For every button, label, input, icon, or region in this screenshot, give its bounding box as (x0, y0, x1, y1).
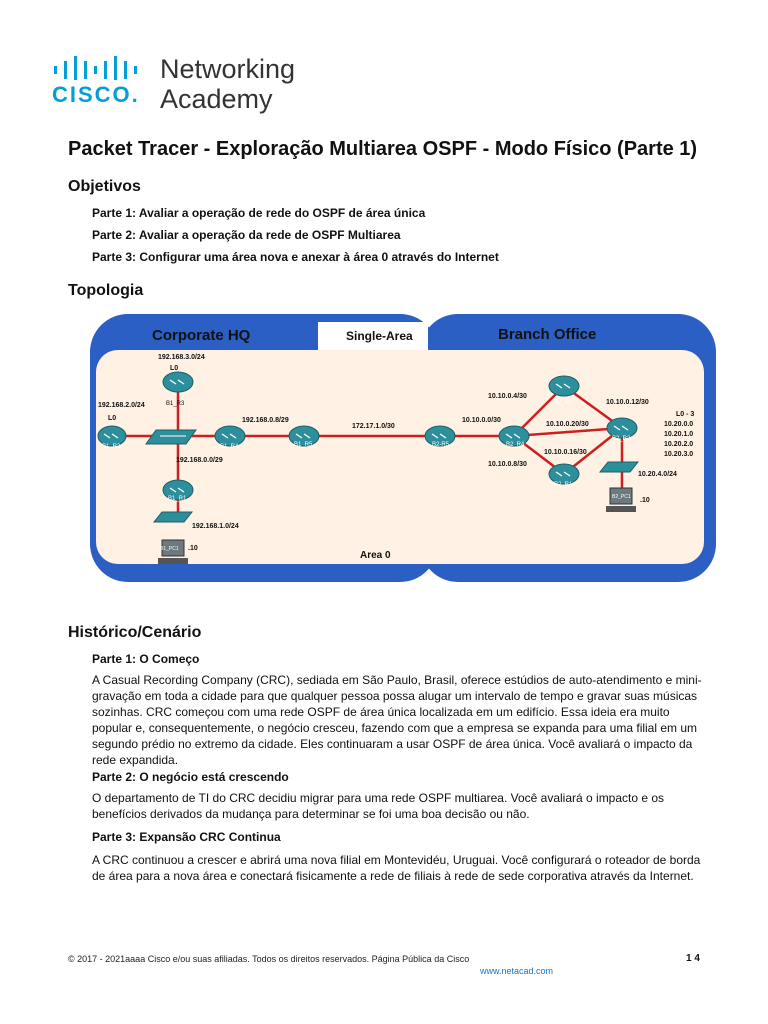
page-number: 1 4 (686, 953, 700, 964)
router-icon: B1_R1 (162, 479, 194, 502)
objective-item: Parte 3: Configurar uma área nova e anex… (92, 250, 499, 264)
section-title: Parte 3: Expansão CRC Continua (92, 830, 281, 844)
pc-icon: B2_PC1 (606, 487, 636, 512)
logo-academy: Academy (160, 84, 273, 114)
network-label: 10.20.4.0/24 (638, 471, 677, 478)
loopback-label: L0 (108, 415, 116, 422)
svg-text:B2-R5: B2-R5 (432, 442, 450, 448)
svg-text:B1_R5: B1_R5 (294, 442, 313, 448)
router-icon: B2_R2 (606, 417, 638, 442)
router-icon: B1_R4 (214, 425, 246, 450)
loopback-label: L0 - 3 (676, 411, 694, 418)
router-icon: B2-R5 (424, 425, 456, 448)
objective-item: Parte 2: Avaliar a operação da rede de O… (92, 228, 401, 242)
router-icon: B1_R2 (97, 425, 127, 450)
section-paragraph: A Casual Recording Company (CRC), sediad… (92, 673, 702, 767)
svg-text:B1_PC1: B1_PC1 (160, 546, 179, 552)
section-title: Parte 2: O negócio está crescendo (92, 770, 289, 784)
router-icon: B1_R3 (162, 371, 194, 407)
footer-copyright: © 2017 - 2021aaaa Cisco e/ou suas afilia… (68, 954, 470, 964)
single-area-label-bg (318, 322, 428, 352)
router-icon: B2_R1 (548, 463, 580, 488)
section-paragraph: A CRC continuou a crescer e abrirá uma n… (92, 853, 701, 883)
objective-item: Parte 1: Avaliar a operação de rede do O… (92, 206, 426, 220)
network-label: 10.10.0.12/30 (606, 399, 649, 406)
section-title: Parte 1: O Começo (92, 652, 200, 666)
topology-diagram: Corporate HQ Single-Area Branch Office A… (90, 314, 716, 582)
svg-text:B2_PC1: B2_PC1 (612, 494, 631, 500)
network-label: 10.10.0.20/30 (546, 421, 589, 428)
network-label: 192.168.3.0/24 (158, 354, 205, 361)
network-label: 192.168.0.8/29 (242, 417, 289, 424)
svg-text:B1_R2: B1_R2 (102, 444, 121, 450)
network-label: 10.10.0.4/30 (488, 393, 527, 400)
background-heading: Histórico/Cenário (68, 624, 202, 641)
corporate-hq-label: Corporate HQ (152, 327, 251, 344)
cisco-bars-icon (54, 56, 137, 80)
svg-text:B1_R1: B1_R1 (168, 496, 187, 502)
loopback-network: 10.20.0.0 (664, 421, 693, 428)
network-label: 172.17.1.0/30 (352, 423, 395, 430)
loopback-network: 10.20.2.0 (664, 441, 693, 448)
switch-icon (152, 511, 194, 523)
logo-networking: Networking (160, 54, 296, 84)
pc-icon: B1_PC1 (158, 539, 188, 564)
network-label: 10.10.0.16/30 (544, 449, 587, 456)
router-icon: B2_R4 (498, 425, 530, 448)
host-label: .10 (640, 497, 650, 504)
loopback-network: 10.20.1.0 (664, 431, 693, 438)
network-label: 192.168.0.0/29 (176, 457, 223, 464)
branch-office-label: Branch Office (498, 326, 596, 343)
switch-icon (145, 429, 197, 445)
single-area-label: Single-Area (346, 329, 413, 343)
footer-url[interactable]: www.netacad.com (480, 966, 554, 976)
network-label: 10.10.0.8/30 (488, 461, 527, 468)
objectives-heading: Objetivos (68, 178, 141, 195)
topology-heading: Topologia (68, 282, 144, 299)
cisco-wordmark: CISCO. (52, 82, 140, 107)
network-label: 10.10.0.0/30 (462, 417, 501, 424)
network-label: 192.168.2.0/24 (98, 402, 145, 409)
document-title: Packet Tracer - Exploração Multiarea OSP… (68, 138, 698, 160)
host-label: .10 (188, 545, 198, 552)
area-0-region (96, 350, 704, 564)
loopback-label: L0 (170, 365, 178, 372)
svg-text:B1_R3: B1_R3 (166, 401, 185, 407)
area-0-label: Area 0 (360, 550, 391, 561)
section-paragraph: O departamento de TI do CRC decidiu migr… (92, 791, 665, 821)
svg-text:B2_R1: B2_R1 (554, 482, 573, 488)
loopback-network: 10.20.3.0 (664, 451, 693, 458)
svg-text:B1_R4: B1_R4 (220, 444, 239, 450)
switch-icon (598, 461, 640, 473)
svg-text:B2_R4: B2_R4 (506, 442, 525, 448)
router-icon: B2_R3 (548, 375, 580, 406)
router-icon: B1_R5 (288, 425, 320, 448)
svg-text:B2_R2: B2_R2 (612, 436, 631, 442)
svg-text:B2_R3: B2_R3 (554, 400, 573, 406)
network-label: 192.168.1.0/24 (192, 523, 239, 530)
